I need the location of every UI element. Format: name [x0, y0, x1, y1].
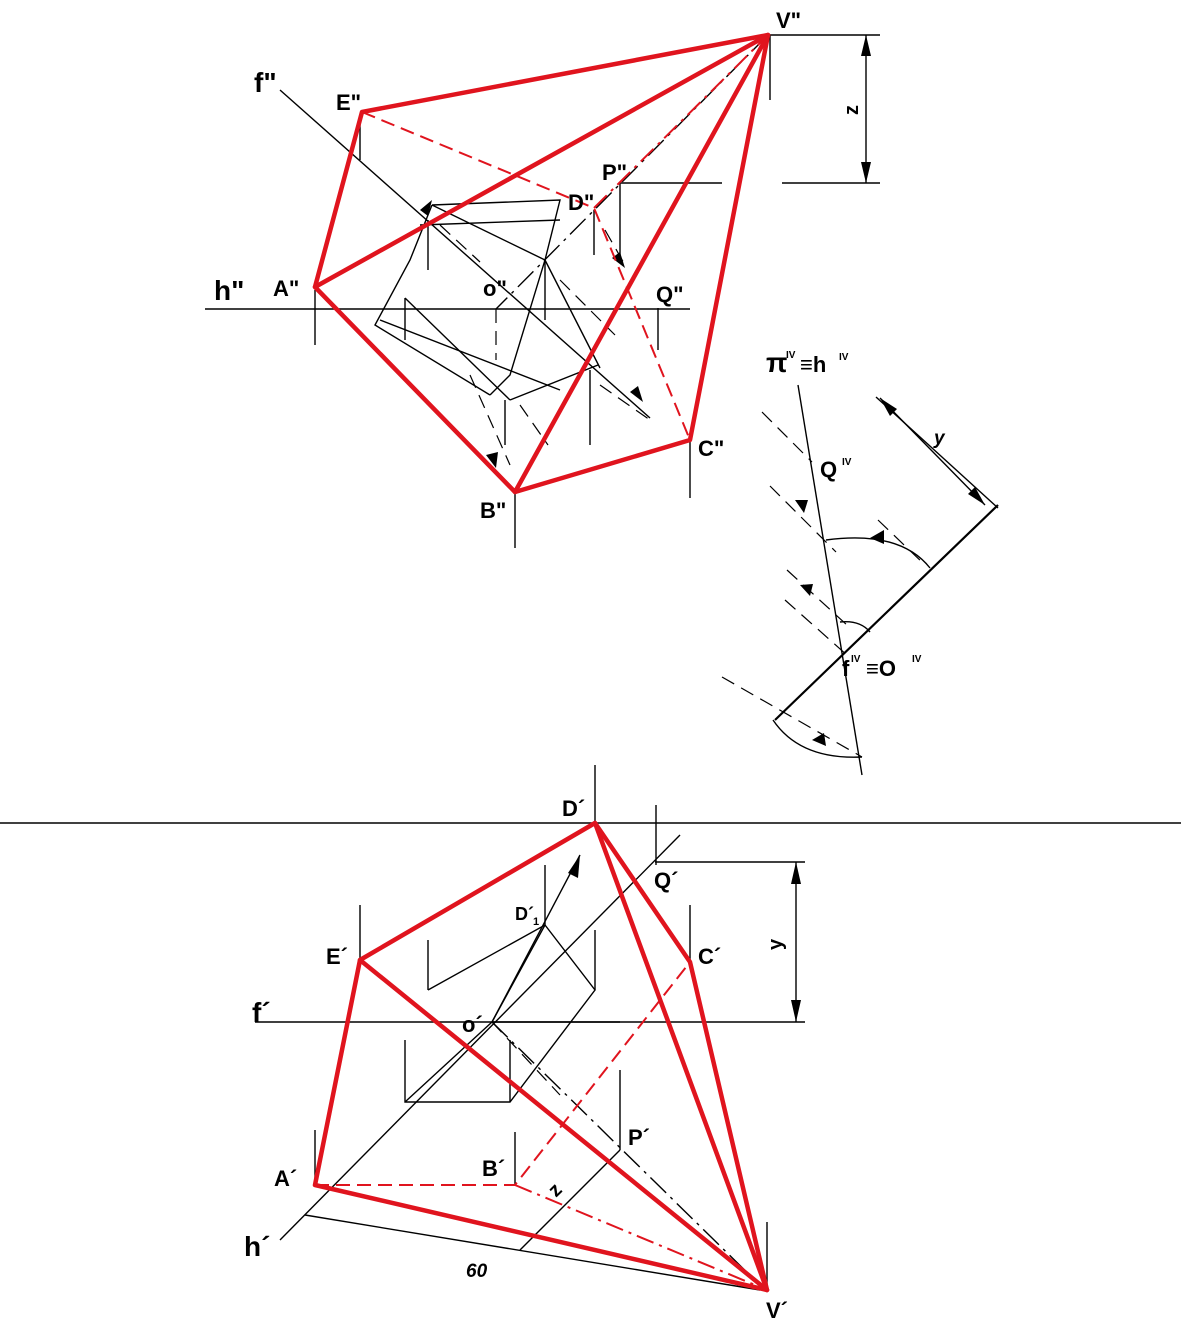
side-arrow-3	[800, 584, 813, 596]
label-e1: E´	[326, 944, 348, 969]
label-q4: Q	[820, 457, 837, 482]
upper-view: V" f" E" P" D" A" h" o" Q" C" B" z	[205, 8, 880, 548]
side-dash-2	[769, 485, 837, 553]
side-view: π IV ≡h IV Q IV f IV ≡O IV y	[721, 347, 999, 776]
inner-line-4	[431, 204, 546, 261]
label-v2: V"	[776, 8, 801, 33]
label-o1: o´	[462, 1012, 483, 1037]
o1-d11-line	[491, 924, 546, 1023]
side-dash-1	[761, 411, 813, 463]
arrow-d1	[568, 855, 580, 878]
label-q4-sup: IV	[842, 457, 852, 468]
arrow-1	[486, 452, 498, 468]
sixty-dim-line	[304, 1214, 761, 1291]
rot-dash-3	[599, 384, 651, 421]
arc-3	[772, 719, 863, 758]
label-d11-sub: 1	[533, 916, 539, 928]
axis-o1-v1	[491, 1021, 766, 1291]
lower-view: D´ Q´ D´ 1 E´ C´ f´ o´ P´ A´ B´ h´ V´ y …	[244, 765, 805, 1323]
side-arrow-2	[795, 500, 808, 513]
side-dash-3	[786, 569, 849, 627]
label-b2: B"	[480, 498, 506, 523]
o1-dash	[491, 1021, 561, 1096]
label-f4-a: f	[842, 656, 850, 681]
label-h1: h´	[244, 1231, 270, 1262]
z-arrow-bottom	[861, 162, 871, 183]
arrow-4	[420, 200, 432, 216]
dim-y-side: y	[933, 428, 946, 449]
label-q1: Q´	[654, 868, 678, 893]
inner-left-edge	[374, 204, 491, 396]
label-o2: o"	[483, 276, 507, 301]
y-ext-line	[875, 396, 999, 509]
pyramid-outline-bottom	[312, 820, 770, 1293]
arrow-2	[612, 252, 625, 268]
z-arrow-top	[861, 35, 871, 56]
label-c1: C´	[698, 944, 721, 969]
arrow-3	[630, 386, 643, 402]
arc-2	[839, 621, 871, 633]
label-h4-sup: IV	[839, 352, 849, 363]
y-arrow-top-bottom	[791, 862, 801, 884]
label-o4-sup: IV	[912, 654, 922, 665]
label-f2: f"	[254, 67, 277, 98]
rot-dash-5	[519, 404, 549, 446]
side-arrow-1	[870, 530, 884, 544]
hidden-b1-v1	[514, 1184, 768, 1291]
y-arrow-bottom-bottom	[791, 1000, 801, 1022]
y-arrow-top	[880, 398, 897, 416]
label-d2: D"	[568, 190, 594, 215]
z-dim-line-bottom	[519, 1149, 621, 1251]
inner-base-line-1	[404, 1021, 493, 1103]
side-dash-6	[877, 519, 926, 566]
label-q2: Q"	[656, 282, 684, 307]
dim-y-bottom: y	[765, 938, 787, 950]
dim-z-top: z	[841, 105, 863, 115]
y-arrow-bottom	[968, 487, 985, 505]
inner-line-5	[419, 219, 561, 226]
label-a2: A"	[273, 276, 299, 301]
axis-o2-v2	[495, 34, 769, 310]
label-pi4-sup: IV	[786, 350, 796, 361]
edge-e1-v1	[357, 957, 770, 1293]
label-b1: B´	[482, 1156, 505, 1181]
label-e2: E"	[336, 90, 361, 115]
rot-dash-1	[439, 224, 481, 263]
edge-a2-v2	[312, 32, 771, 290]
label-d11: D´	[515, 904, 534, 924]
inner-base-outline	[404, 924, 596, 1103]
arc-1	[825, 537, 931, 569]
pi4-trace	[797, 384, 863, 776]
label-f4-b: ≡O	[866, 656, 896, 681]
edge-b2-v2	[512, 32, 771, 495]
label-d1: D´	[562, 796, 585, 821]
label-p2: P"	[602, 160, 627, 185]
f4-line	[774, 504, 999, 721]
side-dash-4	[784, 599, 849, 657]
label-c2: C"	[698, 436, 724, 461]
inner-line-3	[544, 259, 601, 369]
pyramid-outline-top	[312, 32, 771, 495]
label-f4-sup: IV	[851, 654, 861, 665]
label-f1: f´	[252, 997, 271, 1028]
inner-line-6	[379, 319, 561, 391]
label-pi4-rest: ≡h	[800, 352, 826, 377]
label-pi4-sym: π	[766, 347, 787, 378]
side-dash-5	[721, 676, 863, 758]
side-arrow-4	[812, 733, 826, 746]
rot-dash-2	[559, 279, 616, 336]
label-p1: P´	[628, 1125, 650, 1150]
inner-line-1	[404, 297, 511, 401]
h1-line	[279, 834, 681, 1241]
hidden-d2-v2	[593, 34, 769, 209]
dim-sixty: 60	[466, 1261, 488, 1282]
y-dim-line	[879, 397, 986, 506]
label-a1: A´	[274, 1166, 297, 1191]
rot-dash-4	[469, 374, 511, 466]
label-v1: V´	[766, 1298, 788, 1323]
label-h2: h"	[214, 275, 244, 306]
edge-d1-v1	[592, 820, 770, 1293]
